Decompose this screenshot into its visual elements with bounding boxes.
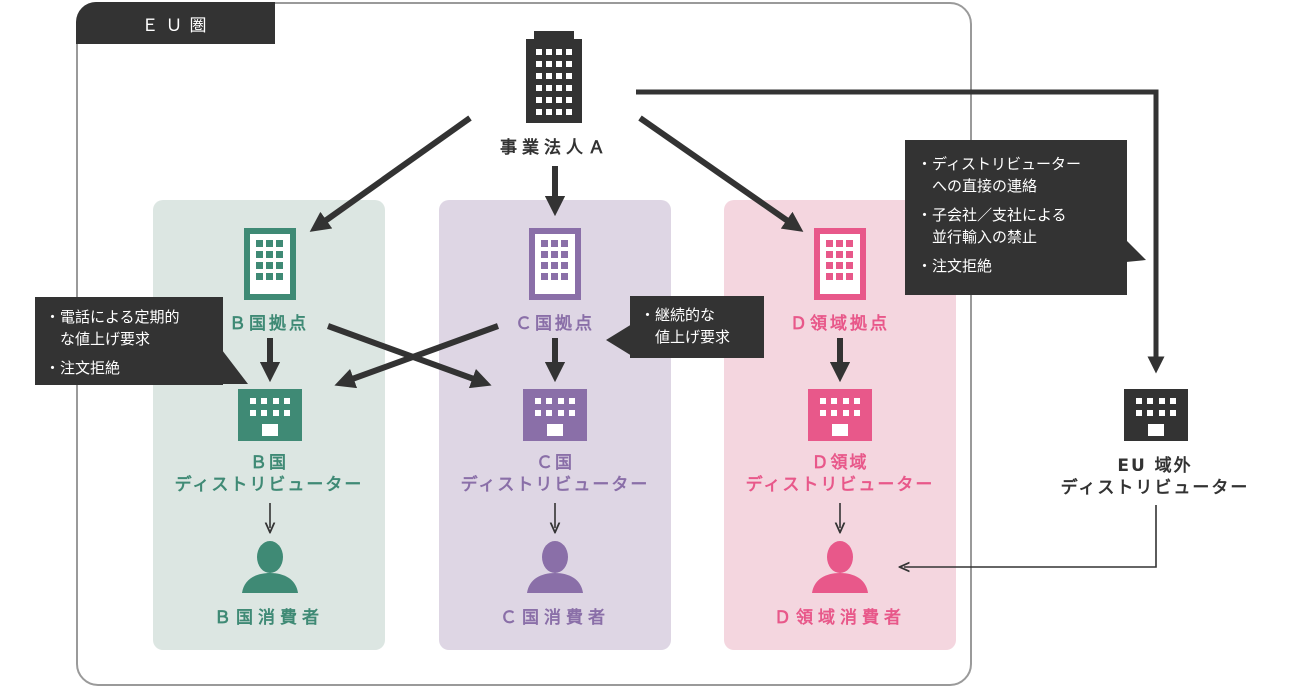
b-consumer-person-icon — [242, 541, 298, 593]
d-consumer-label: Ｄ領域消費者 — [774, 608, 906, 628]
b-base-building-icon — [244, 228, 296, 300]
callout-left-pointer — [222, 350, 248, 384]
b-base-label: Ｂ国拠点 — [229, 314, 309, 334]
callout-right-pointer — [1126, 240, 1146, 262]
callout-left-line-2: な値上げ要求 — [45, 330, 151, 348]
callout-mid-pointer — [606, 324, 632, 356]
callout-right-line-2: への直接の連絡 — [917, 177, 1038, 195]
c-distributor-line1: Ｃ国 — [536, 453, 574, 473]
d-distributor-line1: Ｄ領域 — [811, 453, 869, 473]
d-consumer-person-icon — [812, 541, 868, 593]
c-base-label: Ｃ国拠点 — [515, 314, 595, 334]
callout-right: ・ディストリビューター への直接の連絡 ・子会社／支社による 並行輸入の禁止 ・… — [905, 140, 1127, 295]
outside-distributor-line1: EU 域外 — [1117, 456, 1193, 476]
b-consumer-label: Ｂ国消費者 — [214, 608, 324, 628]
c-distributor-line2: ディストリビューター — [460, 475, 650, 495]
d-distributor-label: Ｄ領域 ディストリビューター — [724, 452, 956, 496]
office-tower-icon — [526, 31, 582, 123]
callout-middle: ・継続的な 値上げ要求 — [630, 296, 764, 358]
arrow-hq-to-b — [309, 115, 472, 232]
b-distributor-line2: ディストリビューター — [174, 475, 364, 495]
callout-right-line-4: 並行輸入の禁止 — [917, 228, 1038, 246]
callout-middle-line-2: 値上げ要求 — [640, 328, 731, 346]
d-base-building-icon — [814, 228, 866, 300]
c-distributor-building-icon — [523, 389, 587, 441]
c-consumer-label: Ｃ国消費者 — [500, 608, 610, 628]
callout-left: ・電話による定期的 な値上げ要求 ・注文拒絶 — [35, 297, 223, 385]
outside-distributor-label: EU 域外 ディストリビューター — [1040, 455, 1270, 499]
c-base-building-icon — [529, 228, 581, 300]
arrow-b-base-to-c-dist — [326, 323, 492, 389]
callout-left-line-3: ・注文拒絶 — [45, 359, 121, 377]
c-consumer-person-icon — [527, 541, 583, 593]
arrow-hq-to-d — [638, 115, 804, 232]
arrow-c-base-to-b-dist — [334, 323, 500, 389]
d-distributor-line2: ディストリビューター — [745, 475, 935, 495]
callout-middle-line-1: ・継続的な — [640, 306, 716, 324]
b-distributor-line1: Ｂ国 — [250, 453, 288, 473]
callout-right-line-1: ・ディストリビューター — [917, 155, 1081, 173]
arrow-hq-to-outside — [636, 89, 1165, 374]
b-distributor-building-icon — [238, 389, 302, 441]
callout-right-line-3: ・子会社／支社による — [917, 206, 1067, 224]
outside-distributor-line2: ディストリビューター — [1060, 478, 1250, 498]
eu-zone-label: ＥＵ圏 — [76, 2, 275, 44]
outside-distributor-building-icon — [1124, 389, 1188, 441]
callout-left-line-1: ・電話による定期的 — [45, 308, 180, 326]
arrow-outside-to-d-consumer — [904, 505, 1157, 567]
b-distributor-label: Ｂ国 ディストリビューター — [153, 452, 385, 496]
d-base-label: Ｄ領域拠点 — [790, 314, 890, 334]
hq-label: 事業法人Ａ — [500, 138, 610, 158]
callout-right-line-5: ・注文拒絶 — [917, 257, 993, 275]
d-distributor-building-icon — [808, 389, 872, 441]
c-distributor-label: Ｃ国 ディストリビューター — [439, 452, 671, 496]
